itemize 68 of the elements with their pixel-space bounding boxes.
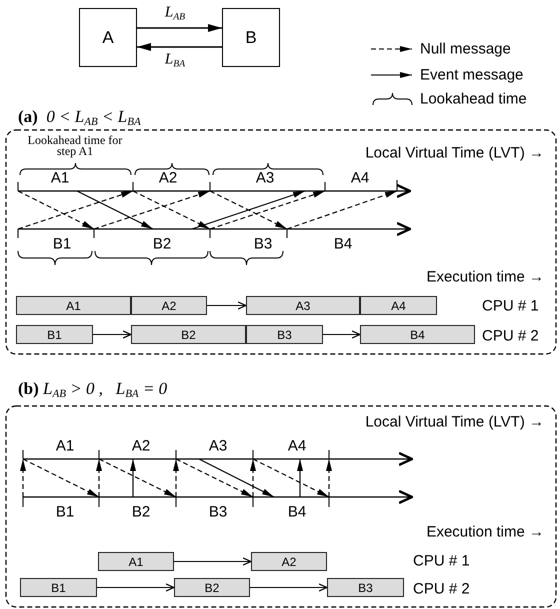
axis-label: CPU # 2	[413, 580, 470, 598]
arrow	[97, 583, 175, 592]
axis-label: B2	[132, 504, 150, 520]
node-label: A4	[391, 298, 406, 312]
axis-label: A2	[132, 438, 150, 454]
task-bar	[16, 296, 131, 315]
arrow	[250, 583, 328, 592]
task-bar	[131, 325, 246, 344]
process-box	[79, 8, 137, 67]
node-label: A1	[66, 298, 81, 312]
task-bar	[16, 325, 93, 344]
axis-label: A2	[158, 170, 178, 186]
axis-label: B3	[254, 236, 272, 252]
axis-label: A1	[50, 170, 70, 186]
legend-label: Event message	[420, 66, 524, 84]
axis-label: B1	[56, 504, 74, 520]
node-label: B1	[51, 580, 66, 594]
process-box	[222, 8, 280, 67]
arrow	[137, 43, 222, 51]
axis-label: Execution time →	[426, 268, 544, 286]
node-label: B1	[47, 328, 62, 342]
axis-label: CPU # 2	[482, 328, 539, 344]
task-bar	[246, 325, 323, 344]
task-bar	[246, 296, 360, 315]
task-bar	[20, 578, 97, 597]
axis-label: CPU # 1	[413, 552, 470, 570]
axis-label: B4	[334, 236, 352, 252]
axis-label: A3	[256, 170, 274, 186]
axis-label: Local Virtual Time (LVT) →	[365, 414, 544, 430]
axis-label: A4	[350, 170, 370, 186]
node-label: A	[102, 28, 114, 48]
axis-label: B4	[288, 504, 306, 520]
axis-label: A3	[208, 438, 228, 454]
task-bar	[174, 578, 250, 597]
arrow	[93, 330, 132, 339]
axis-label: Execution time →	[426, 524, 544, 540]
node-label: B2	[181, 328, 196, 342]
node-label: B	[245, 28, 257, 48]
axis-label: Local Virtual Time (LVT) →	[365, 144, 544, 162]
node-label: A2	[162, 298, 176, 312]
axis-label: B2	[152, 236, 172, 252]
node-label: B3	[277, 328, 292, 342]
task-bar	[360, 296, 437, 315]
legend-label: Lookahead time	[420, 90, 527, 108]
panel-heading: (a) 0 < L$_{AB}$ < L$_{BA}$	[18, 107, 141, 130]
task-bar	[131, 296, 207, 315]
node-label: A3	[296, 298, 310, 312]
axis-label: B3	[208, 504, 228, 520]
task-bar	[327, 578, 404, 597]
node-label: B2	[204, 580, 220, 594]
node-label: A2	[282, 554, 296, 568]
task-bar	[251, 552, 327, 571]
task-bar	[360, 325, 475, 344]
arrow	[323, 330, 361, 339]
panel-heading: (b) L$_{AB}$ > 0 , L$_{BA}$ = 0	[18, 379, 168, 402]
arrow	[137, 24, 222, 32]
axis-label: A1	[56, 438, 74, 454]
node-label: B3	[358, 580, 373, 594]
axis-label: B1	[52, 236, 72, 252]
task-bar	[98, 552, 174, 571]
arrow	[207, 301, 247, 310]
arrow	[174, 557, 252, 566]
axis-label: A4	[288, 438, 306, 454]
axis-label: CPU # 1	[482, 298, 539, 314]
legend-label: Null message	[420, 40, 511, 58]
annotation: Lookahead time for step A1	[26, 135, 124, 157]
node-label: A1	[128, 554, 144, 568]
node-label: B4	[410, 328, 425, 342]
